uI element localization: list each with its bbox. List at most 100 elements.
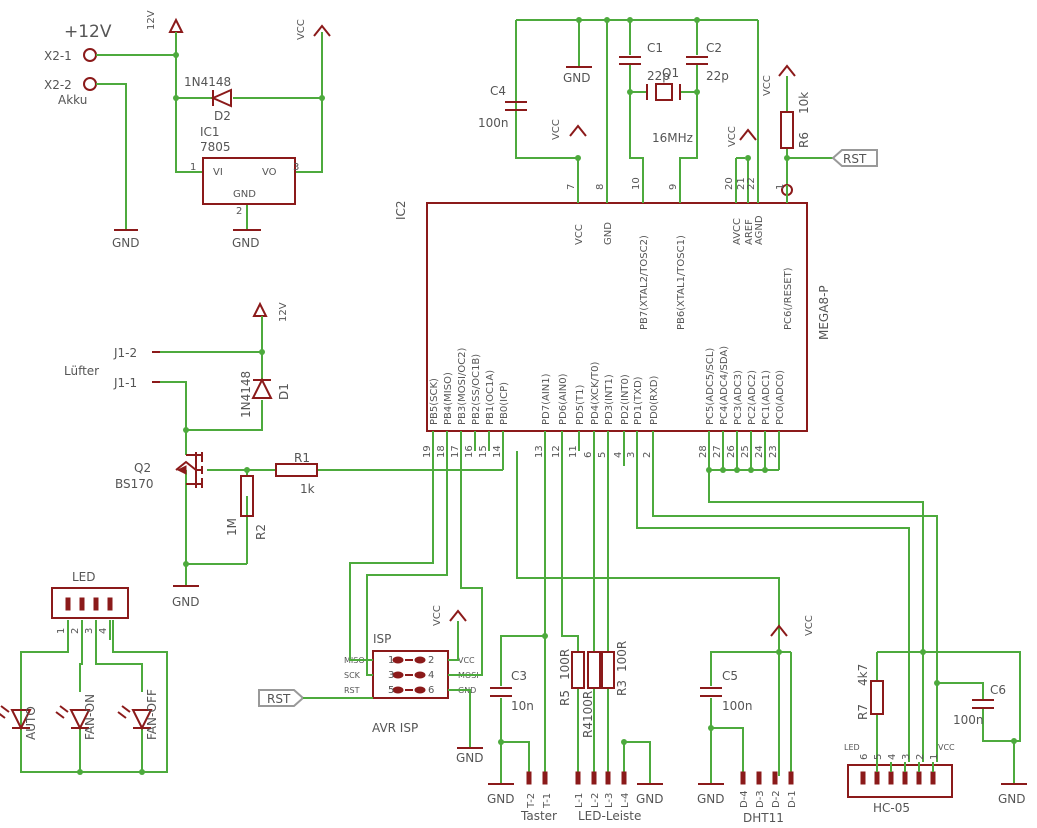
isp-pin xyxy=(392,671,404,679)
led-diode: FAN-ON xyxy=(55,694,97,740)
svg-text:BS170: BS170 xyxy=(115,477,154,491)
ic2-pin-name: PC5(ADC5/SCL) xyxy=(705,348,716,425)
svg-text:C3: C3 xyxy=(511,669,527,683)
ic2-pin-number: 12 xyxy=(551,445,562,458)
svg-text:SCK: SCK xyxy=(344,671,361,680)
svg-text:2: 2 xyxy=(236,206,242,217)
led-header-pin-number: 3 xyxy=(84,628,95,634)
svg-text:GND: GND xyxy=(487,792,515,806)
svg-text:GND: GND xyxy=(172,595,200,609)
ic2-pin-number: 22 xyxy=(746,177,757,190)
leiste-pin-label: L-1 xyxy=(574,793,585,808)
ic2-pin-number: 6 xyxy=(583,452,594,458)
ic2-pin-name: PB3(MOSI/OC2) xyxy=(457,347,468,425)
resistor-r1: R1 1k xyxy=(275,451,318,496)
leiste-pin-label: L-2 xyxy=(590,793,601,808)
ic2-pin-number: 13 xyxy=(534,445,545,458)
svg-text:VCC: VCC xyxy=(551,119,562,140)
svg-text:C5: C5 xyxy=(722,669,738,683)
ic2-pin-number: 10 xyxy=(631,177,642,190)
svg-text:J1-1: J1-1 xyxy=(113,376,137,390)
ic2-pin-name: VCC xyxy=(574,224,585,245)
ic2-pin-name: PB5(SCK) xyxy=(429,378,440,425)
svg-text:5: 5 xyxy=(388,685,394,696)
ic2-pin-name: PC6(/RESET) xyxy=(783,267,794,330)
dht-pin-label: D-4 xyxy=(739,790,750,808)
ic2-pin-number: 25 xyxy=(740,445,751,458)
diode-d2: 1N4148 D2 xyxy=(184,75,232,123)
regulator-ic1: IC1 7805 VI VO GND 1 2 3 xyxy=(190,125,299,217)
leiste-pin xyxy=(621,771,627,785)
led-header-pin xyxy=(79,597,85,611)
hc05-pin-number: 1 xyxy=(929,754,940,760)
resistor-r4: R4 100R xyxy=(581,651,601,738)
svg-text:ISP: ISP xyxy=(373,632,391,646)
svg-text:C1: C1 xyxy=(647,41,663,55)
hc05-pin-number: 2 xyxy=(915,754,926,760)
svg-text:RST: RST xyxy=(267,692,291,706)
rst-net-label: RST xyxy=(831,149,878,167)
svg-text:4k7: 4k7 xyxy=(856,664,870,686)
akku-label: Akku xyxy=(58,93,87,107)
d2-value: 1N4148 xyxy=(184,75,231,89)
ic1-value: 7805 xyxy=(200,140,231,154)
ic2-top-pins: 7VCC8GND10PB7(XTAL2/TOSC2)9PB6(XTAL1/TOS… xyxy=(566,177,794,330)
vcc-label: VCC xyxy=(296,19,307,40)
plus12v-label: +12V xyxy=(64,22,112,42)
resistor-r6: R6 10k xyxy=(780,92,811,149)
svg-text:HC-05: HC-05 xyxy=(873,801,910,815)
dht-pin xyxy=(772,771,778,785)
ic2-pin-name: PD7(AIN1) xyxy=(541,373,552,425)
hc05-pin xyxy=(930,771,936,785)
mcu-ic2: IC2 MEGA8-P 7VCC8GND10PB7(XTAL2/TOSC2)9P… xyxy=(394,177,831,473)
svg-text:22p: 22p xyxy=(647,69,670,83)
svg-text:R4: R4 xyxy=(581,722,595,738)
ic2-pin-number: 3 xyxy=(626,452,637,458)
svg-text:100n: 100n xyxy=(722,699,753,713)
led-header-body xyxy=(51,587,129,619)
led-header-pin xyxy=(65,597,71,611)
ic1-vi: VI xyxy=(213,167,223,178)
hc05-pin-number: 3 xyxy=(901,754,912,760)
isp-pin xyxy=(414,686,426,694)
ic2-pin-number: 16 xyxy=(464,445,475,458)
isp-pin xyxy=(414,671,426,679)
ic2-pin-number: 27 xyxy=(712,445,723,458)
x2-1-label: X2-1 xyxy=(44,49,72,63)
resistor-r2: R2 1M xyxy=(225,475,268,540)
ic2-pin-number: 15 xyxy=(478,445,489,458)
svg-text:R2: R2 xyxy=(254,524,268,540)
hc05-pin xyxy=(860,771,866,785)
ic2-body xyxy=(426,202,808,432)
svg-text:GND: GND xyxy=(563,71,591,85)
svg-text:4: 4 xyxy=(428,670,434,681)
svg-text:100n: 100n xyxy=(953,713,984,727)
svg-text:GND: GND xyxy=(697,792,725,806)
svg-text:Q2: Q2 xyxy=(134,461,151,475)
svg-text:1M: 1M xyxy=(225,518,239,536)
resistor-r3: R3 100R xyxy=(601,641,629,696)
ic2-pin-number: 24 xyxy=(754,445,765,458)
led-diode-label: AUTO xyxy=(24,706,38,740)
ic2-pin-number: 4 xyxy=(613,452,624,458)
led-diode-label: FAN-OFF xyxy=(145,689,159,740)
led-header-pin-number: 4 xyxy=(98,628,109,634)
led-header-pin xyxy=(93,597,99,611)
svg-text:1N4148: 1N4148 xyxy=(239,371,253,418)
svg-text:2: 2 xyxy=(428,655,434,666)
isp-pin xyxy=(392,656,404,664)
power-supply: +12V X2-1 X2-2 Akku GND 12V VCC 1N4148 D… xyxy=(44,10,331,250)
ic2-ref: IC2 xyxy=(394,200,408,220)
ic2-pin-name: AGND xyxy=(754,215,765,245)
ic2-pin-number: 17 xyxy=(450,445,461,458)
ic2-pin-name: PC2(ADC2) xyxy=(747,370,758,425)
ic2-pin-number: 20 xyxy=(724,177,735,190)
isp-header: ISP AVR ISP MISO SCK RST VCC MOSI GND 1 … xyxy=(258,451,484,765)
ic2-pin-name: AVCC xyxy=(732,218,743,245)
supply-12v-symbol xyxy=(168,17,184,33)
capacitor-c1: C1 22p xyxy=(619,41,670,83)
